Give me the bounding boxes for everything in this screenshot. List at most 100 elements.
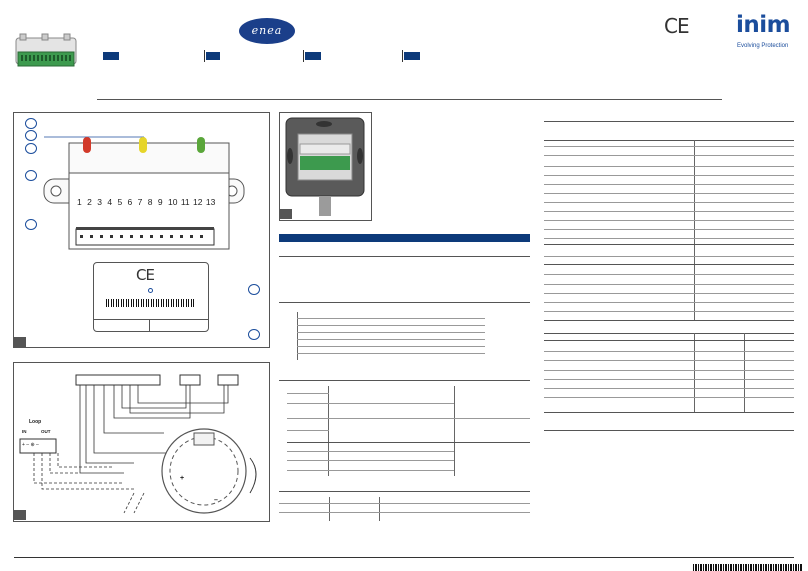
config-table-bottom [544, 412, 794, 413]
spec-row [544, 202, 794, 203]
callout-f [248, 284, 260, 295]
detector-plus-label: + [180, 475, 185, 482]
terminal-number: 10 [167, 197, 178, 207]
spec-table-top [544, 121, 794, 122]
table-1-row [297, 353, 485, 354]
table-2-col [454, 386, 455, 476]
table-3-row [279, 503, 530, 504]
spec-row [544, 146, 794, 147]
spec-row [544, 284, 794, 285]
config-table-note [544, 430, 794, 431]
header-rule [97, 99, 722, 100]
header-tab-divider [204, 50, 205, 62]
terminal-number: 12 [193, 197, 203, 207]
spec-row [544, 311, 794, 312]
table-2-row [287, 393, 329, 394]
detector-minus-label: – [214, 497, 218, 504]
table-1-top [279, 302, 530, 303]
terminal-number: 2 [87, 197, 92, 207]
loop-in-label: IN [22, 429, 27, 434]
terminal-number: 8 [147, 197, 153, 207]
loop-terminals-label: + – ⊕ – [22, 442, 39, 448]
label-ce-mark: CE [136, 266, 155, 284]
section-heading-band [279, 234, 530, 242]
config-table-col [744, 333, 745, 413]
product-label: CE [93, 262, 209, 332]
loop-label: Loop [29, 419, 42, 425]
spec-row [544, 166, 794, 167]
enea-logo-text: enea [251, 24, 283, 37]
table-3-row [279, 512, 530, 513]
config-row [544, 388, 794, 389]
table-2-col [328, 386, 329, 476]
table-3-top [279, 491, 530, 492]
spec-table-bottom [544, 320, 794, 321]
table-1-row [297, 325, 485, 326]
product-photo [14, 32, 78, 72]
enea-logo: enea [238, 17, 296, 45]
terminal-number: 6 [127, 197, 133, 207]
table-3-col [329, 497, 330, 521]
terminal-number: 5 [117, 197, 123, 207]
table-2-row [287, 470, 454, 471]
header-tab-4 [404, 52, 420, 60]
spec-row [544, 274, 794, 275]
table-1-row [297, 339, 485, 340]
figure-3-tag [14, 510, 26, 520]
callout-a [25, 118, 37, 129]
config-row [544, 360, 794, 361]
brand-tagline: Evolving Protection [737, 43, 789, 49]
terminal-number: 13 [205, 197, 216, 207]
spec-table-head [544, 140, 794, 141]
section-rule [279, 256, 530, 257]
figure-1-tag [14, 337, 26, 347]
table-2-row [287, 418, 530, 419]
terminal-number: 1 [77, 197, 82, 207]
brand-name: inim [736, 12, 791, 38]
table-1-row [297, 332, 485, 333]
wiring-diagram [19, 374, 257, 514]
table-1-col [297, 312, 298, 360]
spec-row [544, 220, 794, 221]
terminal-number: 4 [107, 197, 113, 207]
figure-2-tag [280, 209, 292, 219]
label-divider-v [149, 319, 150, 331]
terminal-number: 7 [137, 197, 143, 207]
header-tab-2 [206, 52, 220, 60]
table-3-col [379, 497, 380, 521]
spec-row [544, 293, 794, 294]
callout-c [25, 143, 37, 154]
module-drawing [43, 136, 245, 250]
terminal-number: 11 [180, 197, 190, 207]
figure-3-panel: Loop IN OUT + – ⊕ – + – [13, 362, 270, 522]
config-row [544, 397, 794, 398]
config-table-col [694, 333, 695, 413]
table-1-row [297, 346, 485, 347]
spec-table-col [694, 140, 695, 320]
header-tab-1 [103, 52, 119, 60]
callout-b [25, 130, 37, 141]
spec-row [544, 244, 794, 245]
spec-row [544, 193, 794, 194]
spec-row [544, 264, 794, 265]
header-tab-divider [402, 50, 403, 62]
spec-row [544, 229, 794, 230]
terminal-number: 9 [157, 197, 163, 207]
table-2-row [287, 451, 454, 452]
callout-g [248, 329, 260, 340]
label-divider [94, 319, 208, 320]
spec-row [544, 155, 794, 156]
ce-mark: CE [664, 14, 690, 38]
figure-2-panel [279, 112, 372, 221]
label-dot [148, 288, 153, 293]
spec-row [544, 211, 794, 212]
label-barcode [106, 299, 194, 307]
spec-row [544, 238, 794, 239]
footer-rule [14, 557, 794, 558]
table-2-row [287, 460, 454, 461]
table-1-row [297, 318, 485, 319]
config-row [544, 370, 794, 371]
spec-row [544, 302, 794, 303]
loop-out-label: OUT [41, 429, 51, 434]
table-2-row [287, 430, 329, 431]
